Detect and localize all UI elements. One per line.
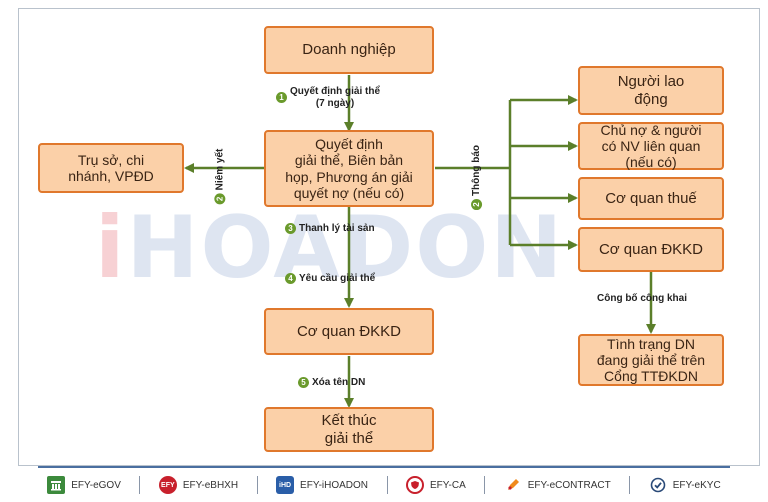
step-2b-text: Thông báo	[471, 144, 483, 197]
footer-brand-ekyc[interactable]: EFY-eKYC	[649, 476, 721, 494]
public-label: Công bố công khai	[597, 293, 687, 305]
box-ket-thuc: Kết thúc giải thể	[264, 407, 434, 452]
shield-icon	[406, 476, 424, 494]
step-2a-text: Niêm yết	[214, 148, 226, 191]
box-doanh-nghiep: Doanh nghiệp	[264, 26, 434, 74]
footer-separator	[386, 476, 388, 494]
step-3-number: 3	[285, 223, 296, 235]
footer-brand-ebhxh-name: EFY-eBHXH	[182, 479, 239, 491]
footer-separator	[484, 476, 486, 494]
step-1-label: 1 Quyết định giải thể (7 ngày)	[276, 86, 380, 109]
efy-logo-icon: EFY	[158, 476, 177, 494]
step-4-text: Yêu cầu giải thể	[299, 273, 376, 284]
step-2a-label: 2 Niêm yết	[214, 148, 226, 205]
footer-brand-egov-name: EFY-eGOV	[71, 479, 121, 491]
ihd-logo-icon: iHD	[276, 476, 295, 494]
footer-separator	[139, 476, 141, 494]
step-5-number: 5	[298, 377, 309, 389]
step-2a-number: 2	[214, 193, 226, 205]
check-badge-icon	[649, 476, 667, 494]
footer-brand-bar: EFY-eGOV EFY EFY-eBHXH iHD EFY-iHOADON E…	[38, 466, 730, 502]
footer-brand-econtract[interactable]: EFY-eCONTRACT	[504, 476, 611, 494]
step-1-text: Quyết định giải thể (7 ngày)	[290, 86, 381, 109]
footer-brand-ihoadon[interactable]: iHD EFY-iHOADON	[276, 476, 368, 494]
footer-separator	[256, 476, 258, 494]
watermark: iHOADON	[95, 198, 564, 298]
step-4-label: 4 Yêu cầu giải thể	[285, 273, 375, 285]
building-icon	[47, 476, 66, 494]
box-tru-so: Trụ sở, chi nhánh, VPĐD	[38, 143, 184, 193]
step-2b-label: 2 Thông báo	[471, 144, 483, 211]
watermark-text: HOADON	[126, 198, 565, 298]
step-3-text: Thanh lý tài sản	[299, 223, 375, 234]
box-co-quan-dkkd-right: Cơ quan ĐKKD	[578, 227, 724, 272]
pen-icon	[504, 476, 522, 494]
box-co-quan-thue: Cơ quan thuế	[578, 177, 724, 220]
step-2b-number: 2	[471, 199, 483, 211]
box-chu-no: Chủ nợ & người có NV liên quan (nếu có)	[578, 122, 724, 170]
footer-brand-ihoadon-name: EFY-iHOADON	[300, 479, 369, 491]
footer-brand-ca-name: EFY-CA	[430, 479, 466, 491]
footer-separator	[629, 476, 631, 494]
footer-brand-econtract-name: EFY-eCONTRACT	[527, 479, 611, 491]
step-1-number: 1	[276, 92, 287, 103]
public-text: Công bố công khai	[597, 293, 687, 304]
step-4-number: 4	[285, 273, 296, 285]
step-3-label: 3 Thanh lý tài sản	[285, 223, 375, 235]
box-nguoi-lao-dong: Người lao động	[578, 66, 724, 115]
step-5-label: 5 Xóa tên DN	[298, 377, 365, 389]
footer-brand-ca[interactable]: EFY-CA	[406, 476, 466, 494]
footer-brand-ekyc-name: EFY-eKYC	[672, 479, 721, 491]
footer-brand-ebhxh[interactable]: EFY EFY-eBHXH	[158, 476, 239, 494]
watermark-i: i	[95, 198, 127, 298]
step-5-text: Xóa tên DN	[312, 377, 366, 388]
box-quyet-dinh: Quyết định giải thể, Biên bản họp, Phươn…	[264, 130, 434, 207]
box-tinh-trang: Tình trạng DN đang giải thể trên Cổng TT…	[578, 334, 724, 386]
box-co-quan-dkkd: Cơ quan ĐKKD	[264, 308, 434, 355]
footer-brand-egov[interactable]: EFY-eGOV	[47, 476, 121, 494]
